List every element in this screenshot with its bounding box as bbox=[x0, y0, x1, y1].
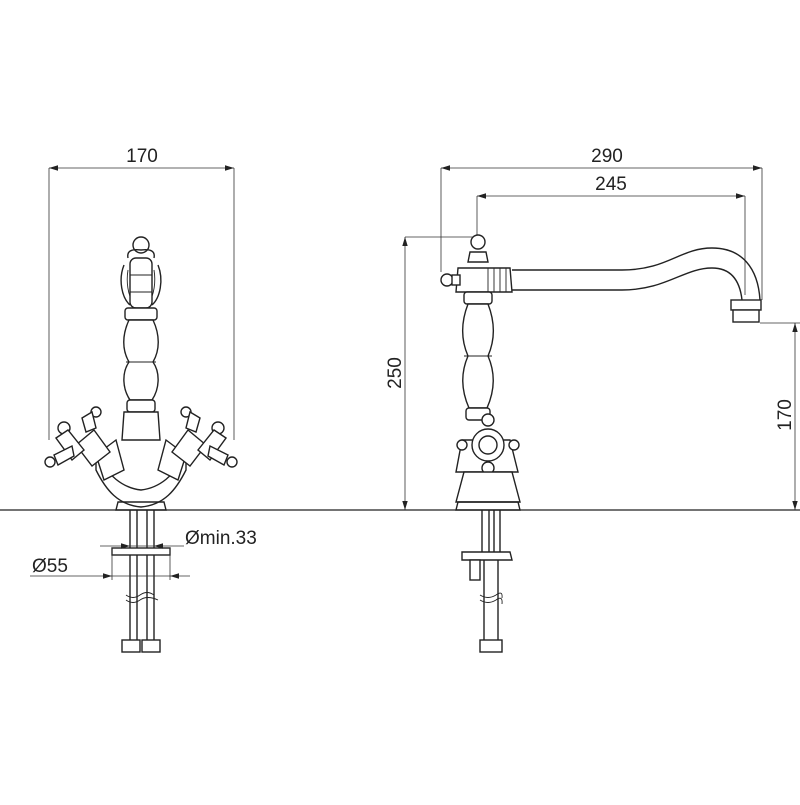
front-width-label: 170 bbox=[126, 146, 158, 167]
front-base-diameter-label: Ø55 bbox=[32, 556, 68, 577]
side-under-counter bbox=[461, 510, 513, 653]
side-spout-height-label: 170 bbox=[775, 399, 796, 431]
front-right-handle bbox=[157, 406, 238, 481]
front-min-hole-dimension: Ømin.33 bbox=[100, 528, 257, 549]
front-base-diameter-dimension: Ø55 bbox=[30, 548, 190, 580]
front-column bbox=[121, 307, 161, 441]
front-width-dimension: 170 bbox=[48, 146, 235, 440]
side-spout-height-dimension: 170 bbox=[760, 322, 800, 510]
front-body bbox=[95, 452, 187, 511]
side-overall-height-dimension: 250 bbox=[385, 236, 478, 510]
side-spout-reach-label: 245 bbox=[595, 174, 627, 195]
side-spout bbox=[512, 247, 762, 323]
side-overall-reach-label: 290 bbox=[591, 146, 623, 167]
side-handle bbox=[455, 413, 521, 511]
front-view: 170 bbox=[30, 146, 257, 653]
side-column bbox=[462, 291, 494, 421]
side-view: 290 245 250 170 bbox=[385, 146, 800, 653]
front-under-counter bbox=[111, 510, 171, 653]
side-overall-reach-dimension: 290 bbox=[440, 146, 763, 300]
side-top-cap bbox=[440, 234, 513, 293]
front-min-hole-label: Ømin.33 bbox=[185, 528, 257, 549]
side-spout-reach-dimension: 245 bbox=[476, 174, 746, 295]
side-overall-height-label: 250 bbox=[385, 357, 406, 389]
front-left-handle bbox=[44, 406, 125, 481]
front-top-cap bbox=[120, 236, 162, 309]
